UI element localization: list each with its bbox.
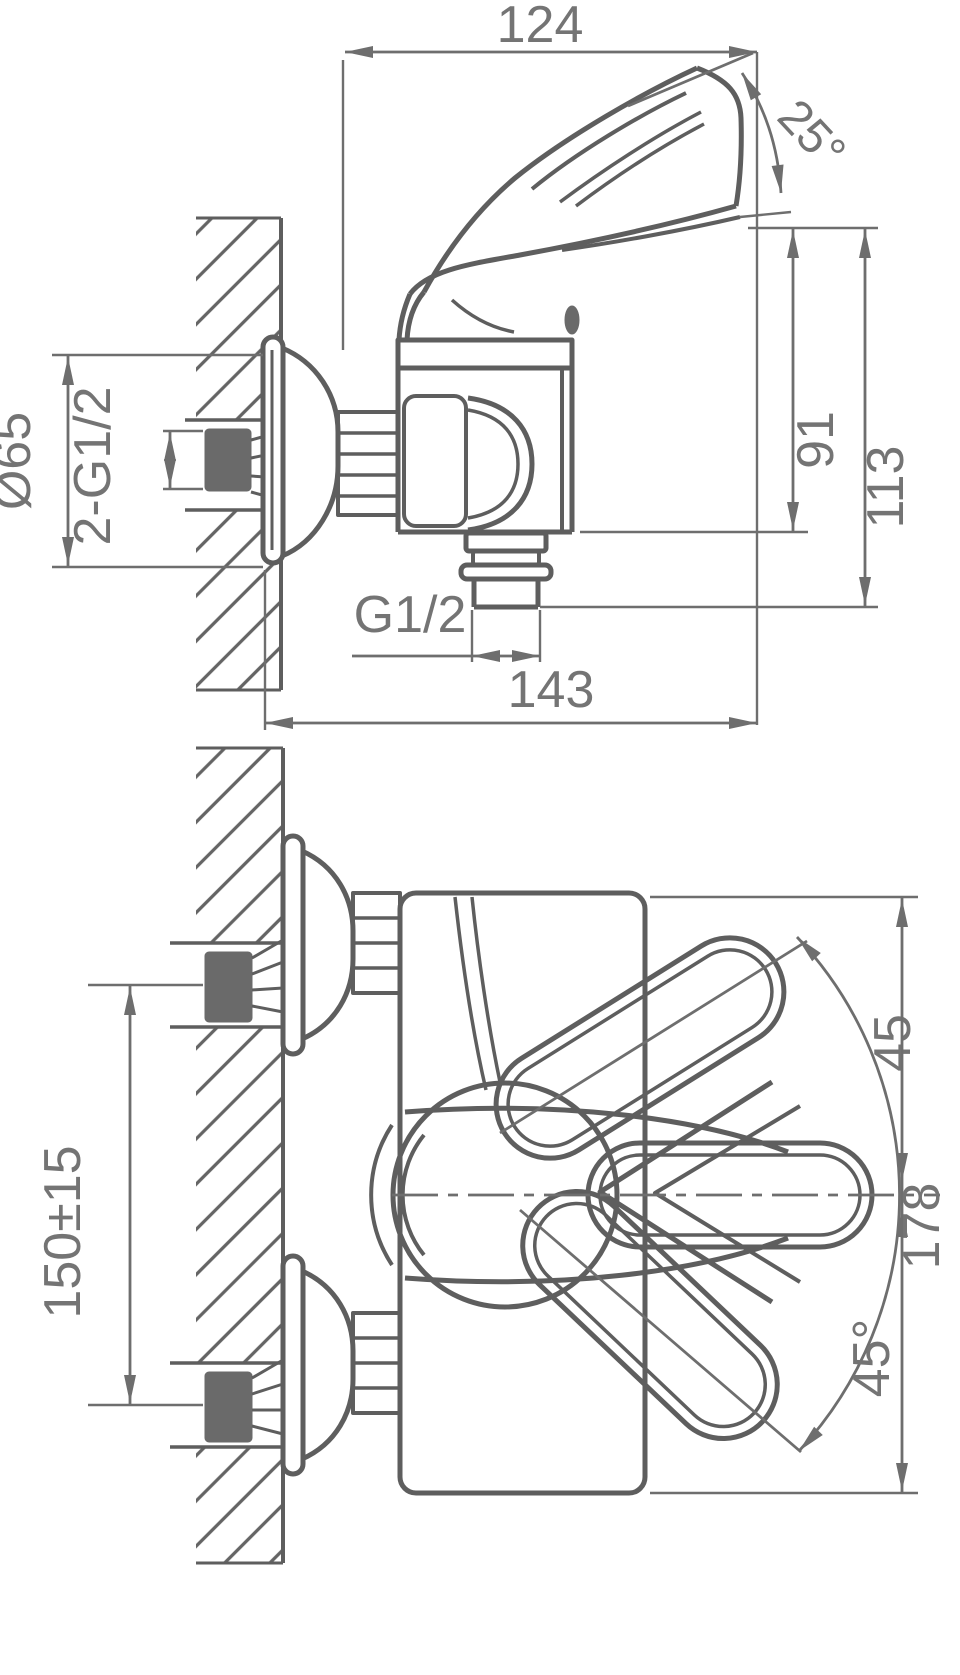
wall-inlet-connector-bottom <box>204 1358 284 1443</box>
dim-body-height-label: 91 <box>787 411 845 469</box>
side-view: 124 25° 91 113 <box>0 0 915 730</box>
dim-outlet-thread-label: G1/2 <box>354 586 467 644</box>
wall-section-front <box>170 746 285 1565</box>
dim-escutcheon-diameter-label: Ø65 <box>0 412 42 510</box>
escutcheon-top <box>280 833 402 1057</box>
dim-overall-height-label: 113 <box>857 446 915 529</box>
wall-inlet-connector-top <box>204 938 284 1023</box>
handle-position-up <box>493 935 808 1161</box>
dim-inlet-spacing-label: 150±15 <box>34 1145 92 1318</box>
mixer-body <box>395 337 575 535</box>
lever-handle <box>396 65 792 341</box>
escutcheon-bottom <box>280 1253 402 1477</box>
dim-handle-swing: 45 45° <box>792 932 922 1456</box>
dim-handle-reach: 124 <box>341 0 759 725</box>
dim-handle-reach-label: 124 <box>497 0 584 54</box>
dim-handle-span-label: 178 <box>893 1183 951 1270</box>
escutcheon <box>260 334 341 566</box>
dim-handle-span: 178 <box>650 895 951 1495</box>
dim-overall-height: 113 <box>540 228 915 609</box>
dim-overall-depth-label: 143 <box>508 661 595 719</box>
dim-swing-lower-label: 45° <box>843 1319 901 1398</box>
front-view: 150±15 45 45° 178 <box>34 746 951 1565</box>
threaded-collar <box>336 410 400 517</box>
dim-wall-connections-label: 2-G1/2 <box>64 387 122 546</box>
mixer-body-front <box>397 890 648 1496</box>
dim-escutcheon: Ø65 2-G1/2 <box>0 353 263 569</box>
dim-body-height: 91 <box>580 226 878 534</box>
dim-overall-depth: 143 <box>263 570 757 730</box>
shower-outlet <box>458 530 554 610</box>
dim-inlet-spacing: 150±15 <box>34 983 203 1407</box>
dim-swing-upper-label: 45 <box>864 1014 922 1072</box>
handle-position-down <box>519 1188 802 1454</box>
dim-outlet-thread: G1/2 <box>352 586 542 662</box>
